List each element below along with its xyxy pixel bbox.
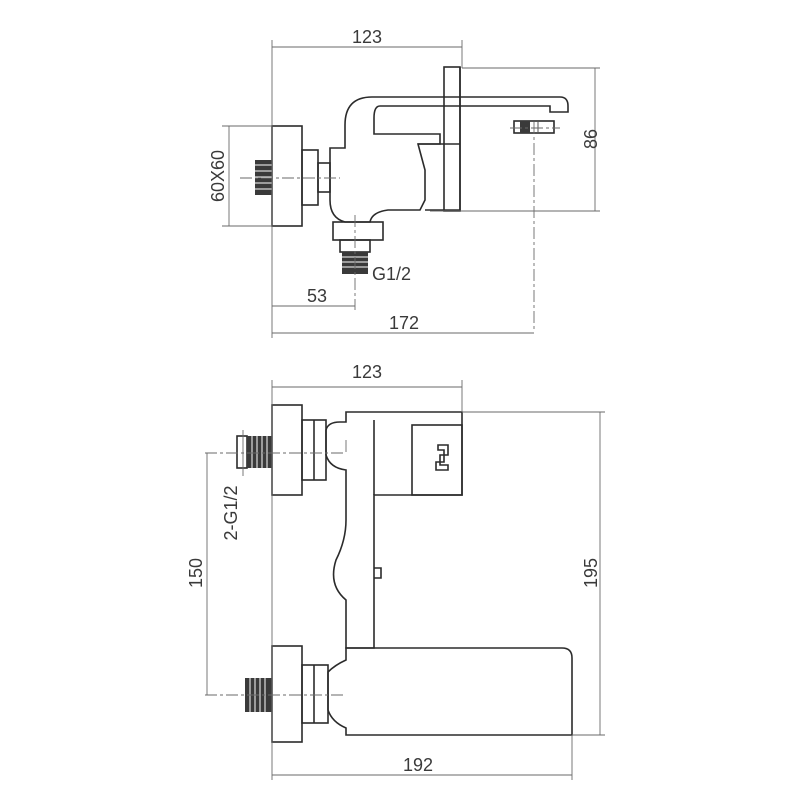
cartridge-block xyxy=(411,424,463,496)
dim-top-height: 86 xyxy=(581,129,601,149)
upper-inlet-thread-hatch xyxy=(251,436,268,468)
dim-front-top-width: 123 xyxy=(352,362,382,382)
dim-top-width: 123 xyxy=(352,27,382,47)
diverter-lever xyxy=(435,444,449,471)
mixer-body-outline xyxy=(325,411,463,649)
dim-front-height: 195 xyxy=(581,558,601,588)
aerator-ring xyxy=(520,121,530,133)
front-view: 123 2-G1/2 150 195 192 xyxy=(186,362,605,780)
dim-flange-size: 60X60 xyxy=(208,150,228,202)
handle-body xyxy=(418,143,460,211)
dim-total-width: 172 xyxy=(389,313,419,333)
lower-connector xyxy=(301,664,329,724)
top-view: 123 86 60X60 G1/2 53 172 xyxy=(208,27,601,338)
connector-nut xyxy=(301,149,319,206)
upper-inlet-cap xyxy=(236,435,248,469)
connector-neck xyxy=(317,162,331,193)
diverter-knob xyxy=(374,567,382,579)
dim-outlet-thread: G1/2 xyxy=(372,264,411,284)
dim-inlet-thread: 2-G1/2 xyxy=(221,485,241,540)
dim-offset: 53 xyxy=(307,286,327,306)
upper-inlet-thread xyxy=(247,436,272,468)
lower-inlet-flange xyxy=(271,645,303,743)
inlet-thread-hatch xyxy=(255,164,272,190)
wall-flange xyxy=(271,125,303,227)
lower-spout xyxy=(327,647,573,736)
handle-plate xyxy=(443,66,461,212)
outlet-nut xyxy=(332,221,384,241)
dim-center-distance: 150 xyxy=(186,558,206,588)
upper-inlet-flange xyxy=(271,404,303,496)
dim-front-total-width: 192 xyxy=(403,755,433,775)
mixer-body-outline xyxy=(329,96,569,223)
